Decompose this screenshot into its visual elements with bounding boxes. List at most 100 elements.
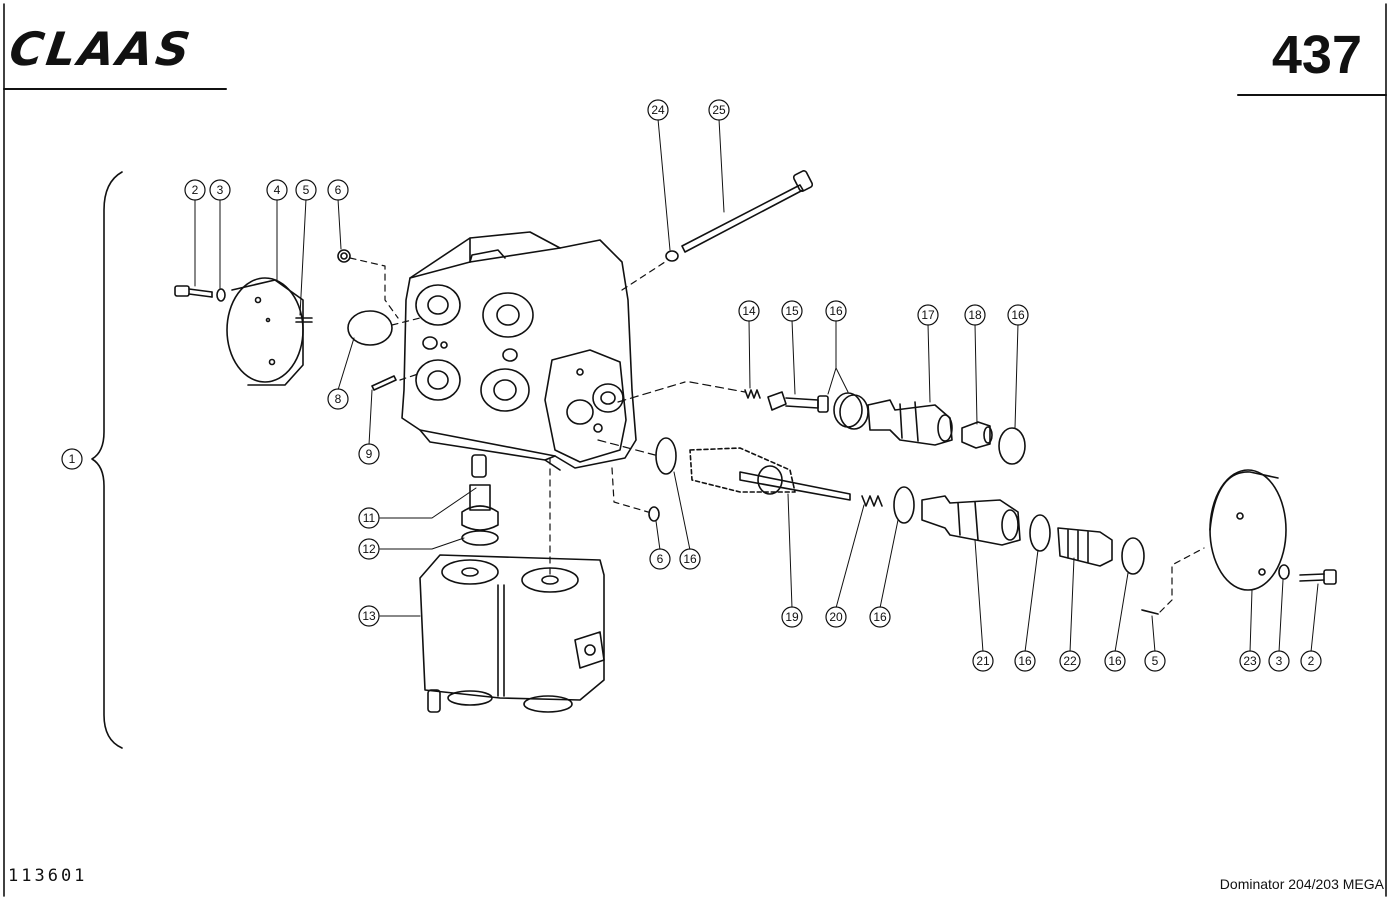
o-ring-16-right (998, 427, 1026, 465)
svg-text:24: 24 (651, 103, 665, 117)
callout-2-left: 2 (184, 179, 206, 201)
svg-text:16: 16 (1011, 308, 1025, 322)
small-seal-6-lower (648, 506, 660, 522)
callout-16-a: 16 (825, 300, 847, 322)
plug-22 (1057, 527, 1113, 567)
spool-19 (689, 447, 851, 501)
callout-14: 14 (738, 300, 760, 322)
svg-text:1: 1 (69, 452, 76, 466)
callout-23: 23 (1239, 650, 1261, 672)
callout-1: 1 (61, 448, 83, 470)
svg-text:12: 12 (362, 542, 376, 556)
page-number: 437 (1271, 25, 1362, 85)
o-ring-16-d (1121, 537, 1145, 575)
bolt-axis (621, 259, 669, 291)
callout-16-e: 16 (1014, 650, 1036, 672)
o-ring-16-b (893, 486, 915, 524)
callout-15: 15 (781, 300, 803, 322)
callout-13: 13 (358, 605, 380, 627)
svg-text:8: 8 (335, 392, 342, 406)
svg-text:16: 16 (873, 610, 887, 624)
callout-16-d: 16 (869, 606, 891, 628)
svg-text:3: 3 (1276, 654, 1283, 668)
right-washer (1278, 564, 1290, 580)
washer-24 (665, 250, 679, 262)
callout-3-right: 3 (1268, 650, 1290, 672)
callout-16-c: 16 (679, 548, 701, 570)
svg-text:6: 6 (657, 552, 664, 566)
cartridge-21 (921, 495, 1021, 546)
leader-lines (194, 118, 1319, 653)
svg-text:14: 14 (742, 304, 756, 318)
lower-left-dash (611, 467, 649, 513)
left-screw (174, 285, 213, 298)
upper-axis-line-2 (689, 381, 746, 393)
callout-5-left: 5 (295, 179, 317, 201)
svg-text:16: 16 (1108, 654, 1122, 668)
callout-6-top: 6 (327, 179, 349, 201)
svg-text:16: 16 (1018, 654, 1032, 668)
callout-bubbles: 1 2 3 4 5 6 8 9 11 12 13 24 25 14 15 16 … (61, 99, 1322, 672)
callout-9: 9 (358, 443, 380, 465)
svg-text:23: 23 (1243, 654, 1257, 668)
svg-text:22: 22 (1063, 654, 1077, 668)
callout-6-lower: 6 (649, 548, 671, 570)
page-border (3, 3, 1387, 897)
o-ring-16-mid (655, 437, 677, 475)
callout-5-right: 5 (1144, 650, 1166, 672)
roll-pin-9 (371, 375, 397, 391)
svg-text:2: 2 (1308, 654, 1315, 668)
valve-block-housing (401, 231, 637, 471)
spring-20 (861, 495, 883, 507)
middle-axis-line (597, 439, 656, 456)
callout-21: 21 (972, 650, 994, 672)
long-bolt-25 (681, 170, 814, 253)
left-dowel-pin (295, 317, 313, 323)
callout-25: 25 (708, 99, 730, 121)
assembly-brace (91, 171, 123, 749)
right-cover-plate (1209, 469, 1287, 591)
assembly-dash-lines-left (349, 257, 421, 381)
svg-text:19: 19 (785, 610, 799, 624)
svg-text:2: 2 (192, 183, 199, 197)
callout-11: 11 (358, 507, 380, 529)
poppet-15 (767, 391, 829, 413)
right-pin-5 (1141, 609, 1159, 615)
svg-text:17: 17 (921, 308, 935, 322)
svg-text:3: 3 (217, 183, 224, 197)
solenoid-block (419, 554, 605, 713)
fitting-11 (461, 454, 499, 531)
spring-14 (744, 389, 761, 399)
seal-12 (461, 530, 499, 546)
right-screw (1299, 569, 1337, 585)
svg-text:21: 21 (976, 654, 990, 668)
callout-18: 18 (964, 304, 986, 326)
plug-18 (961, 421, 993, 449)
cartridge-17 (867, 399, 953, 446)
o-ring-16-c (1029, 514, 1051, 552)
svg-text:9: 9 (366, 447, 373, 461)
o-ring-16-upper (833, 392, 869, 430)
svg-text:18: 18 (968, 308, 982, 322)
svg-text:6: 6 (335, 183, 342, 197)
left-cover-plate (226, 277, 304, 386)
svg-text:20: 20 (829, 610, 843, 624)
svg-text:5: 5 (1152, 654, 1159, 668)
svg-text:11: 11 (363, 511, 376, 525)
svg-text:15: 15 (785, 304, 799, 318)
o-ring-8 (347, 310, 393, 346)
callout-19: 19 (781, 606, 803, 628)
callout-12: 12 (358, 538, 380, 560)
svg-text:25: 25 (712, 103, 726, 117)
machine-model-label: Dominator 204/203 MEGA (1219, 876, 1384, 892)
svg-text:4: 4 (274, 183, 281, 197)
callout-3-left: 3 (209, 179, 231, 201)
callout-2-right: 2 (1300, 650, 1322, 672)
upper-axis-line (617, 381, 686, 403)
svg-text:16: 16 (683, 552, 697, 566)
callout-16-f: 16 (1104, 650, 1126, 672)
right-dash-line (1159, 547, 1205, 613)
drawing-number: 113601 (8, 866, 88, 886)
callout-4: 4 (266, 179, 288, 201)
